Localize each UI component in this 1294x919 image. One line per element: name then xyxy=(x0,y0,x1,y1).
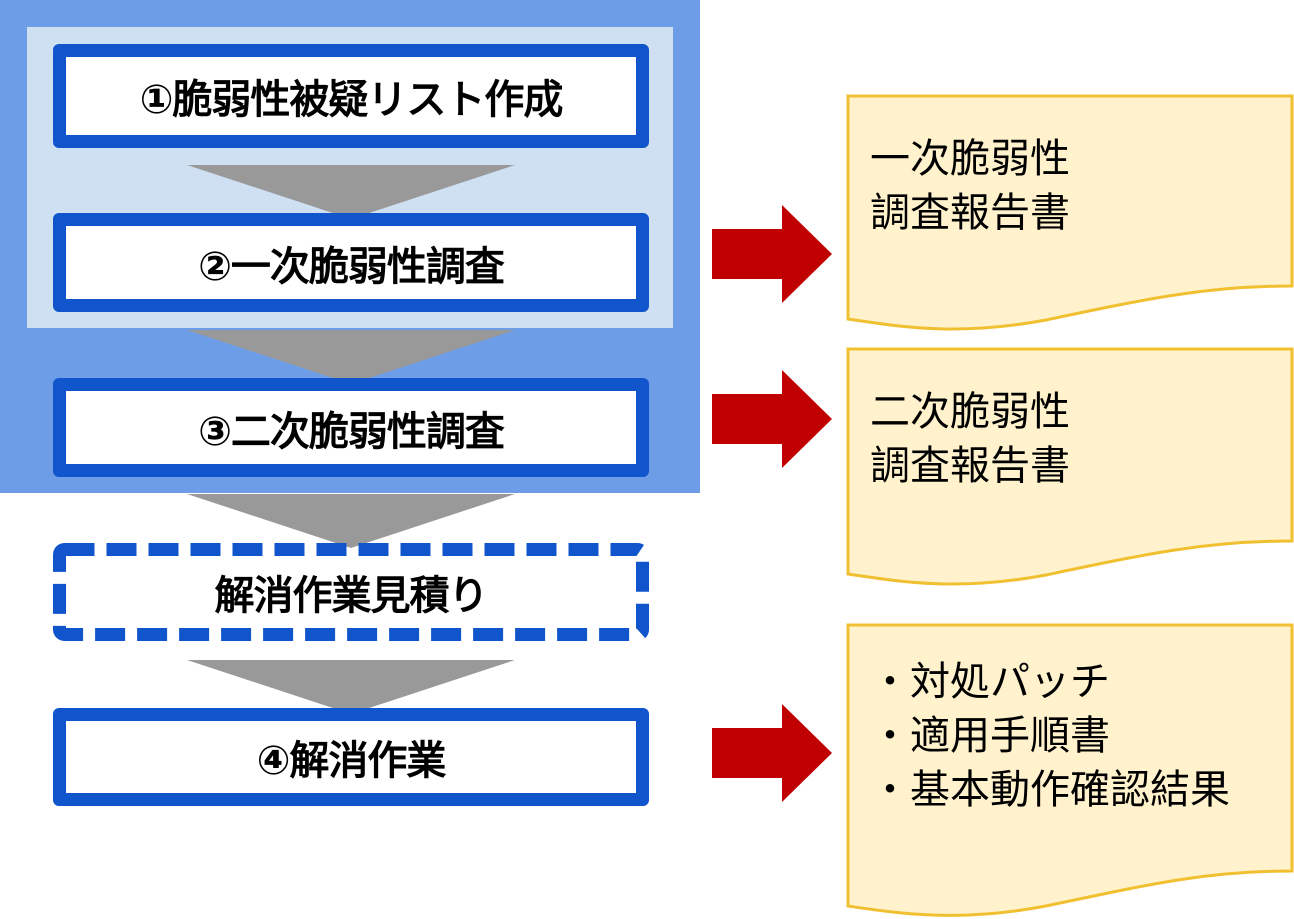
step-remediation-estimate: 解消作業見積り xyxy=(53,543,649,641)
document-primary-report: 一次脆弱性 調査報告書 xyxy=(846,94,1294,332)
step-secondary-investigation: ③二次脆弱性調査 xyxy=(53,378,649,477)
output-arrow-3 xyxy=(712,704,832,802)
document-secondary-report: 二次脆弱性 調査報告書 xyxy=(846,347,1294,587)
flow-chevron-2 xyxy=(187,330,515,384)
document-text: 二次脆弱性 調査報告書 xyxy=(870,385,1070,493)
step-label: ④解消作業 xyxy=(256,738,447,784)
document-text: 一次脆弱性 調査報告書 xyxy=(870,132,1070,240)
document-shape xyxy=(846,623,1294,917)
document-bullet: ・対処パッチ xyxy=(870,659,1110,705)
flow-chevron-4 xyxy=(187,660,515,714)
document-shape xyxy=(846,347,1294,586)
document-line: 二次脆弱性 xyxy=(870,389,1070,435)
document-line: 調査報告書 xyxy=(870,443,1070,489)
step-label: ②一次脆弱性調査 xyxy=(198,243,505,290)
document-bullet: ・適用手順書 xyxy=(870,713,1110,759)
document-remediation-deliverables: ・対処パッチ ・適用手順書 ・基本動作確認結果 xyxy=(846,623,1294,919)
flow-chevron-1 xyxy=(187,165,515,219)
output-arrow-1 xyxy=(712,205,832,303)
document-text: ・対処パッチ ・適用手順書 ・基本動作確認結果 xyxy=(870,655,1230,817)
step-primary-investigation: ②一次脆弱性調査 xyxy=(53,213,649,312)
output-arrow-2 xyxy=(712,370,832,468)
flow-chevron-3 xyxy=(187,494,515,548)
step-label: ③二次脆弱性調査 xyxy=(198,408,505,455)
dashed-border xyxy=(53,543,649,641)
document-line: 調査報告書 xyxy=(870,190,1070,236)
step-label: ①脆弱性被疑リスト作成 xyxy=(139,77,564,123)
document-line: 一次脆弱性 xyxy=(870,136,1070,182)
document-bullet: ・基本動作確認結果 xyxy=(870,767,1230,813)
step-label: 解消作業見積り xyxy=(214,573,489,619)
step-remediation: ④解消作業 xyxy=(53,708,649,806)
document-shape xyxy=(846,94,1294,331)
step-vulnerability-suspect-list: ①脆弱性被疑リスト作成 xyxy=(53,44,649,148)
